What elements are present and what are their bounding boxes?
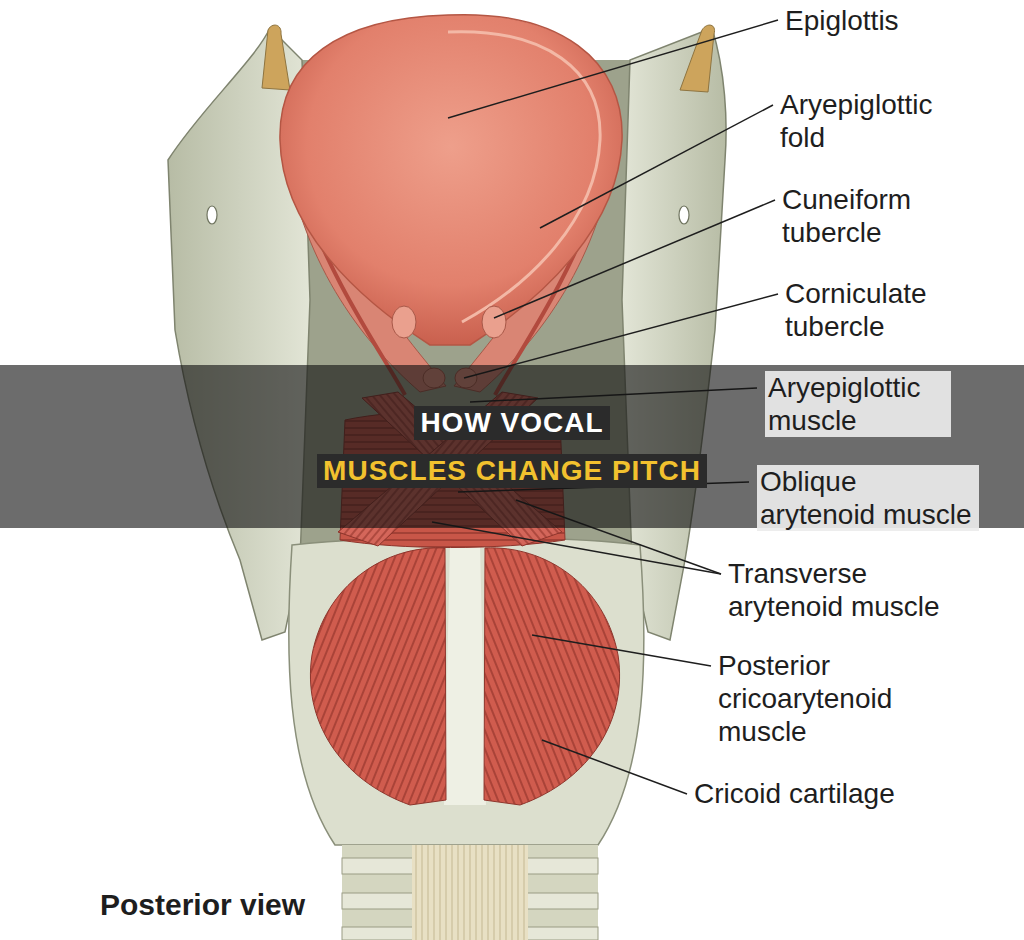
part-label: Posterior cricoarytenoid muscle bbox=[718, 649, 934, 748]
posterior-cricoarytenoid-left bbox=[310, 548, 446, 805]
leader-line bbox=[532, 635, 711, 666]
thyroid-foramen bbox=[207, 206, 217, 224]
part-label: Cuneiform tubercle bbox=[782, 183, 962, 249]
leader-line bbox=[542, 740, 687, 794]
epiglottis-shape bbox=[280, 15, 622, 345]
part-label: Transverse arytenoid muscle bbox=[728, 557, 944, 623]
part-label: Aryepiglottic muscle bbox=[765, 371, 951, 437]
cuneiform-tubercle-shape bbox=[482, 306, 506, 338]
title-line: MUSCLES CHANGE PITCH bbox=[317, 454, 707, 488]
trachea-membrane bbox=[412, 845, 528, 940]
part-label: Cricoid cartilage bbox=[694, 777, 994, 810]
part-label: Corniculate tubercle bbox=[785, 277, 965, 343]
leader-line bbox=[432, 522, 721, 574]
cricoid-cartilage-shape bbox=[289, 538, 644, 846]
leader-line bbox=[540, 105, 773, 228]
title-line: HOW VOCAL bbox=[414, 406, 609, 440]
part-label: Aryepiglottic fold bbox=[780, 88, 960, 154]
trachea bbox=[342, 845, 598, 940]
leader-line bbox=[494, 200, 775, 318]
view-label: Posterior view bbox=[100, 888, 420, 921]
part-label: Oblique arytenoid muscle bbox=[757, 465, 979, 531]
posterior-cricoarytenoid-right bbox=[484, 548, 620, 805]
cricoid-median-ridge bbox=[444, 545, 486, 805]
leader-line bbox=[448, 20, 778, 118]
superior-horn-right bbox=[680, 25, 715, 92]
cuneiform-tubercle-shape bbox=[392, 306, 416, 338]
epiglottis-rim bbox=[448, 32, 600, 322]
thyroid-foramen bbox=[679, 206, 689, 224]
part-label: Epiglottis bbox=[785, 4, 985, 37]
superior-horn-left bbox=[262, 25, 290, 90]
